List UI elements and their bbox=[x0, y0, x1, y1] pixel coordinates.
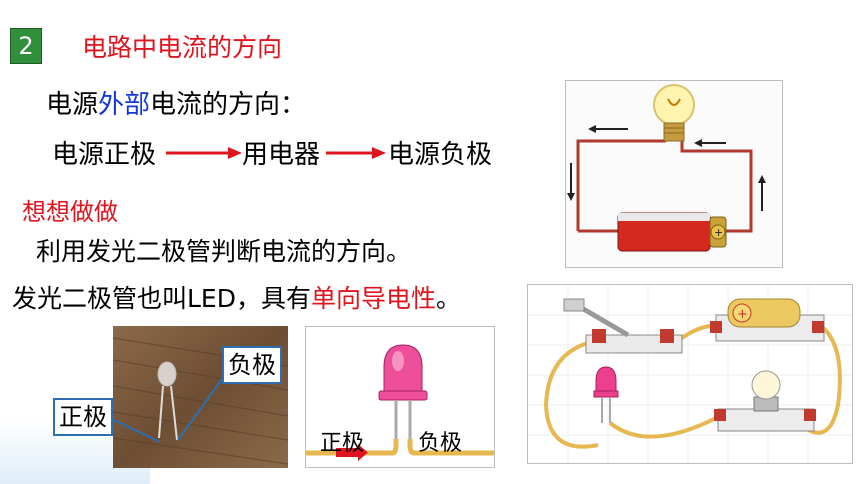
outside-direction-line: 电源外部电流的方向： bbox=[46, 84, 306, 121]
photo-label-positive: 正极 bbox=[53, 398, 113, 436]
flow-step-appliance: 用电器 bbox=[242, 140, 321, 170]
bulb-battery-circuit-image: + bbox=[565, 80, 783, 268]
small-bulb-icon bbox=[714, 370, 816, 432]
led-note-prefix: 发光二极管也叫LED，具有 bbox=[12, 284, 311, 313]
current-direction-arrow-icon bbox=[336, 444, 368, 461]
outside-direction-prefix: 电源 bbox=[46, 90, 99, 120]
activity-sentence: 利用发光二极管判断电流的方向。 bbox=[36, 237, 412, 266]
battery-holder-icon: + bbox=[710, 298, 825, 342]
current-direction-arrow-right-top-icon bbox=[694, 139, 726, 147]
led-note-highlight: 单向导电性 bbox=[310, 284, 436, 313]
outside-direction-highlight: 外部 bbox=[98, 90, 151, 120]
outside-direction-suffix: 电流的方向： bbox=[150, 90, 307, 120]
activity-heading: 想想做做 bbox=[22, 198, 118, 226]
led-icon bbox=[593, 366, 619, 423]
battery-icon: + bbox=[617, 212, 727, 252]
svg-text:+: + bbox=[737, 307, 748, 322]
svg-text:+: + bbox=[714, 226, 723, 239]
diagram-label-negative: 负极 bbox=[418, 431, 463, 456]
led-note-suffix: 。 bbox=[436, 284, 462, 313]
current-flow-sequence: 电源正极 用电器 电源负极 bbox=[52, 134, 512, 174]
light-bulb-icon bbox=[653, 84, 695, 142]
diagram-label-positive: 正极 bbox=[320, 431, 365, 456]
flow-step-negative-terminal: 电源负极 bbox=[388, 140, 493, 170]
led-switch-circuit-image: + bbox=[527, 284, 853, 464]
led-note: 发光二极管也叫LED，具有单向导电性。 bbox=[12, 279, 461, 315]
led-polarity-diagram: 正极 负极 bbox=[305, 326, 495, 468]
current-direction-arrow-right-icon bbox=[758, 175, 766, 211]
flow-arrow-1-icon bbox=[166, 147, 242, 159]
photo-callout-lines bbox=[113, 367, 231, 443]
section-title: 电路中电流的方向 bbox=[82, 33, 283, 62]
flow-step-positive-terminal: 电源正极 bbox=[52, 140, 157, 170]
section-number: 2 bbox=[18, 32, 34, 60]
pink-led-icon bbox=[378, 344, 428, 439]
photo-label-negative: 负极 bbox=[222, 346, 282, 384]
clear-led-icon bbox=[157, 361, 178, 441]
flow-arrow-2-icon bbox=[326, 147, 386, 159]
knife-switch-icon bbox=[563, 298, 683, 354]
current-direction-arrow-top-icon bbox=[588, 125, 628, 133]
led-photo bbox=[113, 326, 288, 468]
current-direction-arrow-left-icon bbox=[567, 163, 575, 201]
section-number-badge: 2 bbox=[10, 28, 42, 64]
